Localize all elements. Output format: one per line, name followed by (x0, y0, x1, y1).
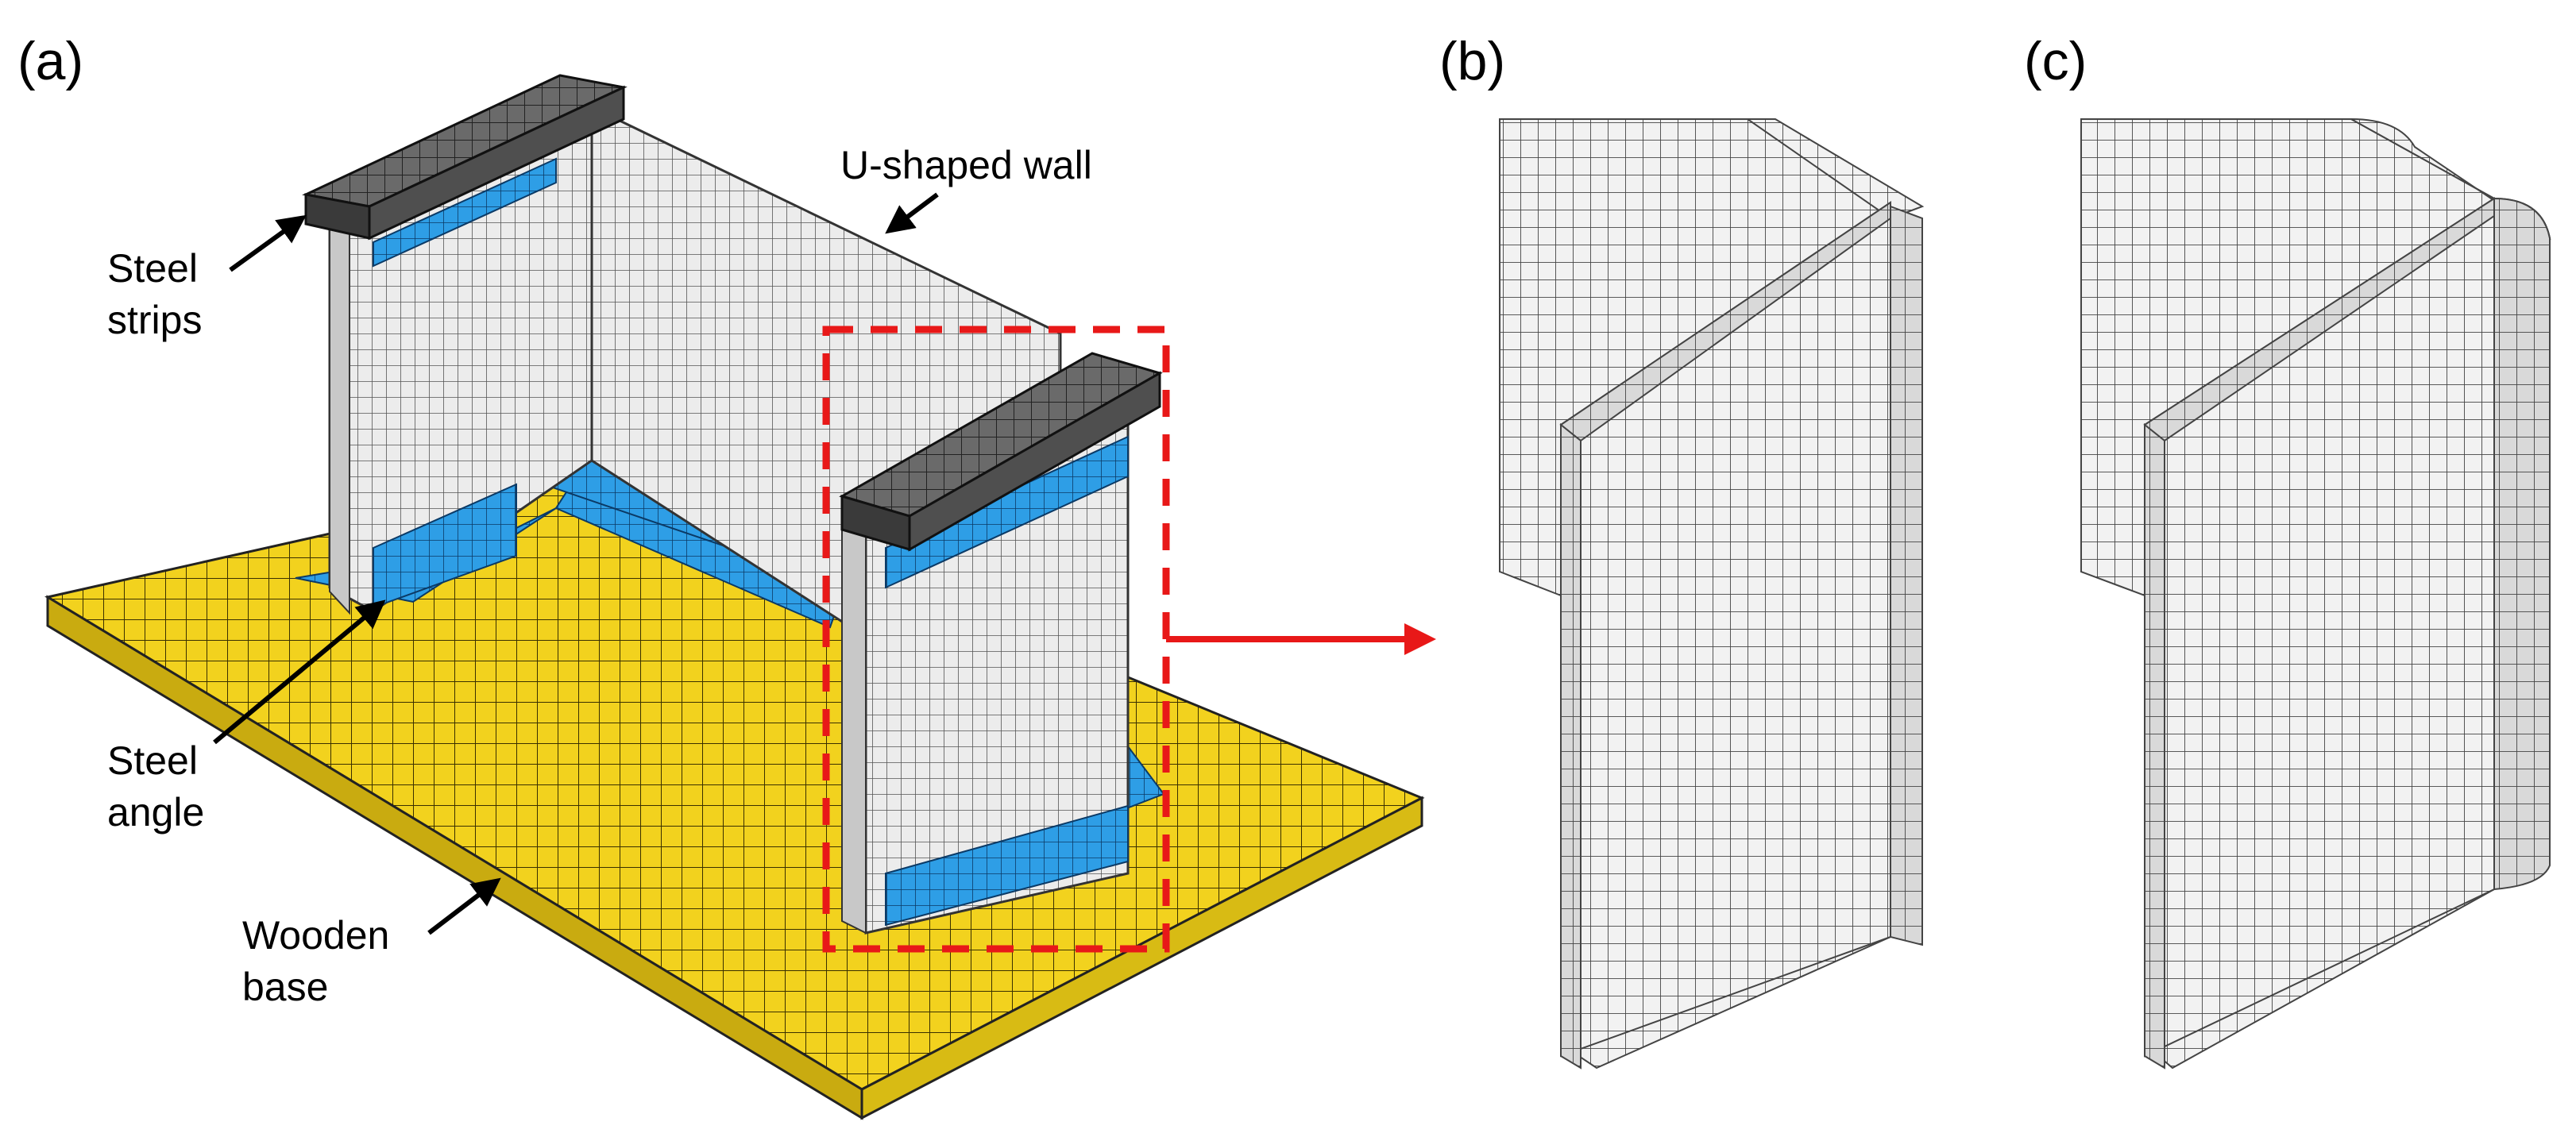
panel-c: (c) (2024, 31, 2551, 1070)
panel-b: (b) (1439, 31, 1925, 1070)
u-shaped-wall-left (328, 105, 593, 615)
steel-strips-left-cap (302, 74, 628, 241)
callout-wooden-base-arrow (427, 877, 501, 935)
u-shaped-wall-right (841, 407, 1130, 935)
panel-c-wall-detail (2080, 118, 2551, 1070)
panel-a: (a) (17, 31, 1436, 1120)
callout-wooden-base-line1: Wooden (242, 913, 389, 958)
panel-b-wall-detail (1499, 118, 1925, 1070)
panel-c-label: (c) (2024, 31, 2087, 91)
callout-steel-angle: Steel angle (107, 599, 386, 834)
callout-wooden-base-line2: base (242, 965, 328, 1009)
callout-steel-angle-line2: angle (107, 790, 204, 834)
callout-wooden-base: Wooden base (242, 877, 501, 1009)
callout-u-shaped-wall-arrow (885, 192, 939, 234)
steel-strips-right-cap (839, 352, 1163, 552)
wooden-base (44, 467, 1425, 1120)
callout-steel-strips-arrow (229, 214, 307, 272)
callout-steel-angle-line1: Steel (107, 738, 198, 783)
callout-steel-strips: Steel strips (107, 214, 307, 342)
callout-steel-strips-line1: Steel (107, 246, 198, 291)
panel-a-label: (a) (17, 31, 83, 91)
callout-u-shaped-wall: U-shaped wall (840, 143, 1092, 234)
panel-b-label: (b) (1439, 31, 1505, 91)
callout-steel-strips-line2: strips (107, 298, 202, 342)
callout-u-shaped-wall-text: U-shaped wall (840, 143, 1092, 187)
callout-steel-angle-arrow (213, 599, 386, 745)
